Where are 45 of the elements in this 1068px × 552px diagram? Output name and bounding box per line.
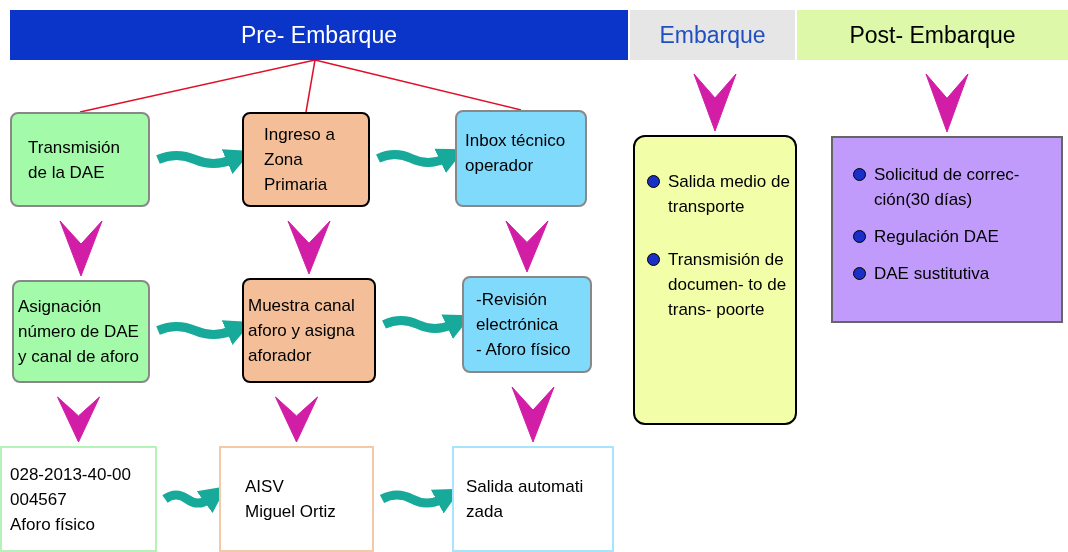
chevron-arrow	[57, 396, 100, 443]
result-box	[219, 446, 374, 552]
box-text: -Revisión electrónica	[476, 289, 560, 336]
connector-line	[79, 59, 316, 113]
bullet-text: Salida medio de transporte	[668, 171, 791, 218]
phase-banner	[797, 10, 1068, 60]
chevron-arrow	[693, 73, 737, 132]
chevron-arrow	[505, 220, 549, 273]
box-text: 028-2013-40-00 004567	[10, 463, 132, 511]
box-text: AISV	[245, 476, 285, 498]
box-text: Transmisión de la DAE	[28, 136, 121, 184]
phase-title: Post- Embarque	[849, 20, 1016, 50]
bullet-text: DAE sustitutiva	[874, 263, 990, 285]
connector-line	[314, 59, 522, 111]
box-text: Aforo físico	[10, 513, 97, 536]
phase-banner	[630, 10, 795, 60]
box-text: Muestra canal aforo y asigna aforador	[248, 295, 356, 367]
stage-box	[831, 136, 1063, 323]
result-box	[452, 446, 614, 552]
phase-title: Pre- Embarque	[241, 20, 397, 50]
chevron-arrow	[59, 220, 103, 277]
phase-banner	[10, 10, 628, 60]
process-box	[455, 110, 587, 207]
bullet-text: Regulación DAE	[874, 226, 999, 248]
phase-title: Embarque	[659, 20, 766, 50]
result-box	[0, 446, 157, 552]
box-text: - Aforo físico	[476, 339, 572, 361]
process-box	[242, 278, 376, 383]
bullet-text: Solicitud de correc- ción(30 días)	[874, 164, 1021, 211]
box-text: Asignación número de DAE y canal de aforo	[18, 296, 140, 368]
stage-box	[633, 135, 797, 425]
bullet-text: Transmisión de documen- to de trans- poorte	[668, 249, 788, 321]
process-box	[12, 280, 150, 383]
box-text: Ingreso a Zona Primaria	[264, 124, 336, 196]
process-box	[10, 112, 150, 207]
box-text: Salida automati zada	[466, 476, 585, 523]
chevron-arrow	[511, 386, 555, 443]
connector-line	[305, 59, 316, 113]
chevron-arrow	[925, 73, 969, 133]
chevron-arrow	[275, 396, 318, 443]
chevron-arrow	[287, 220, 331, 275]
process-box	[242, 112, 370, 207]
box-text: Inbox técnico operador	[465, 130, 567, 177]
process-box	[462, 276, 592, 373]
box-text: Miguel Ortiz	[245, 501, 337, 523]
